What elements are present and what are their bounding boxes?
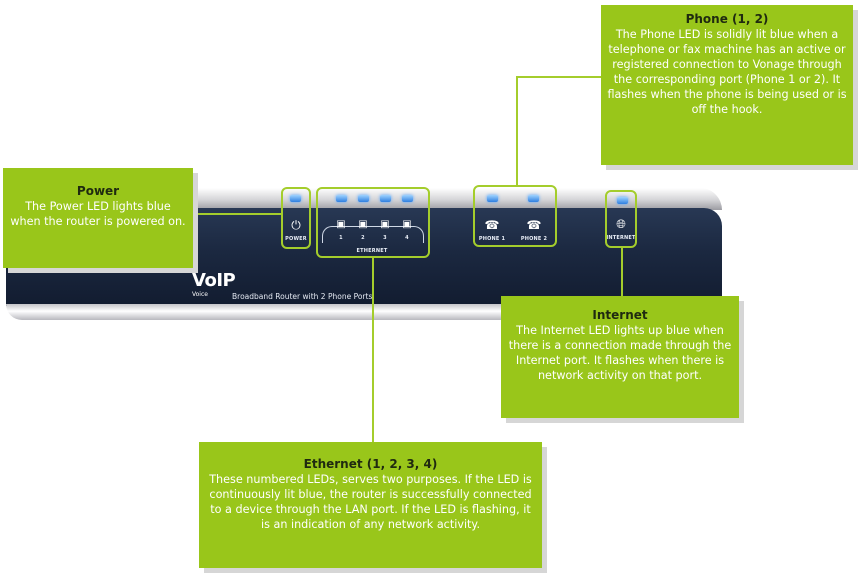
ethernet-port-number: 2 (361, 235, 365, 241)
phone-callout-body: The Phone LED is solidly lit blue when a… (607, 28, 847, 116)
ethernet-port-number: 1 (339, 235, 343, 241)
power-callout-title: Power (76, 184, 120, 198)
power-label: POWER (285, 236, 307, 242)
internet-led (617, 197, 628, 204)
ethernet-label: ETHERNET (356, 248, 388, 254)
ethernet-led-2 (358, 195, 369, 202)
telephone-icon: ☎ (484, 218, 500, 232)
ethernet-port-number: 4 (405, 235, 409, 241)
ethernet-led-4 (402, 195, 413, 202)
internet-connector-line (621, 247, 623, 297)
internet-highlight-box (605, 190, 637, 248)
phone-connector-vertical (516, 76, 518, 186)
ethernet-led-1 (336, 195, 347, 202)
ethernet-highlight-box (316, 187, 430, 258)
router-model-tagline: Broadband Router with 2 Phone Ports (232, 292, 373, 301)
computer-icon: ▣ (380, 219, 390, 230)
ethernet-port-number: 3 (383, 235, 387, 241)
ethernet-callout: Ethernet (1, 2, 3, 4) These numbered LED… (199, 442, 542, 568)
phone-led-2 (528, 195, 539, 202)
phone-highlight-box (473, 185, 557, 247)
internet-callout-title: Internet (592, 308, 648, 322)
power-icon: ⏻ (291, 218, 301, 232)
telephone-icon: ☎ (526, 218, 542, 232)
computer-icon: ▣ (402, 219, 412, 230)
computer-icon: ▣ (336, 219, 346, 230)
ethernet-callout-title: Ethernet (1, 2, 3, 4) (303, 457, 438, 471)
brand-subtext: Voice (192, 291, 208, 298)
internet-label: INTERNET (606, 235, 636, 241)
computer-icon: ▣ (358, 219, 368, 230)
power-callout-body: The Power LED lights blue when the route… (10, 200, 186, 228)
brand-logo: VoIP (192, 270, 236, 291)
phone-callout: Phone (1, 2) The Phone LED is solidly li… (601, 5, 853, 165)
globe-icon: 🌐︎ (616, 217, 626, 231)
ethernet-callout-body: These numbered LEDs, serves two purposes… (209, 473, 532, 531)
phone-connector-horizontal (516, 76, 601, 78)
ethernet-led-3 (380, 195, 391, 202)
internet-callout: Internet The Internet LED lights up blue… (501, 296, 739, 418)
ethernet-bracket (322, 226, 424, 243)
phone-2-label: PHONE 2 (520, 236, 548, 242)
phone-1-label: PHONE 1 (478, 236, 506, 242)
internet-callout-body: The Internet LED lights up blue when the… (508, 324, 732, 382)
power-callout: Power The Power LED lights blue when the… (3, 168, 193, 268)
ethernet-connector-line (372, 257, 374, 443)
phone-callout-title: Phone (1, 2) (685, 12, 769, 26)
phone-led-1 (487, 195, 498, 202)
power-highlight-box (281, 187, 311, 249)
power-connector-line (193, 213, 282, 215)
power-led (290, 195, 301, 202)
